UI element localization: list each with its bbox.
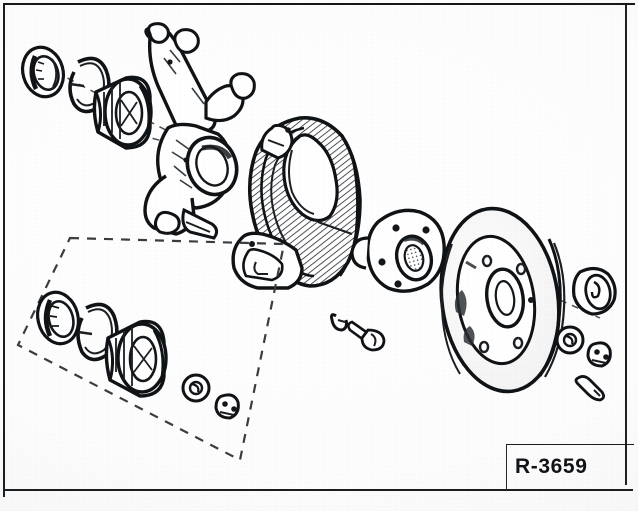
part-hub-nut-right <box>586 341 612 368</box>
part-hub-nut-inset <box>214 393 240 420</box>
part-wheel-bearing-upper <box>92 75 153 150</box>
part-brake-dust-shield <box>231 116 362 290</box>
inset-callout-box <box>16 236 286 462</box>
part-disc-retaining-screw <box>347 320 386 352</box>
frame-bottom-rule <box>5 489 633 491</box>
frame-left-rule <box>3 3 5 497</box>
figure-number-label: R-3659 <box>515 455 588 478</box>
part-hub-grease-cap <box>572 266 617 316</box>
part-thrust-washer-inset <box>181 373 211 403</box>
part-grease-seal-cap-inset <box>36 290 80 346</box>
part-set-screw-right <box>574 375 605 402</box>
frame-top-rule <box>3 3 635 5</box>
frame-right-rule <box>625 5 627 485</box>
part-retaining-clip <box>330 313 348 332</box>
part-grease-seal-cap-upper <box>20 45 66 99</box>
part-wheel-hub <box>350 208 446 293</box>
label-box-top-rule <box>506 444 634 445</box>
label-box-left-rule <box>506 444 507 490</box>
part-thrust-washer-right <box>555 325 585 355</box>
part-steering-knuckle <box>143 22 256 240</box>
part-wheel-bearing-inset <box>104 319 168 398</box>
part-brake-disc <box>439 206 566 394</box>
